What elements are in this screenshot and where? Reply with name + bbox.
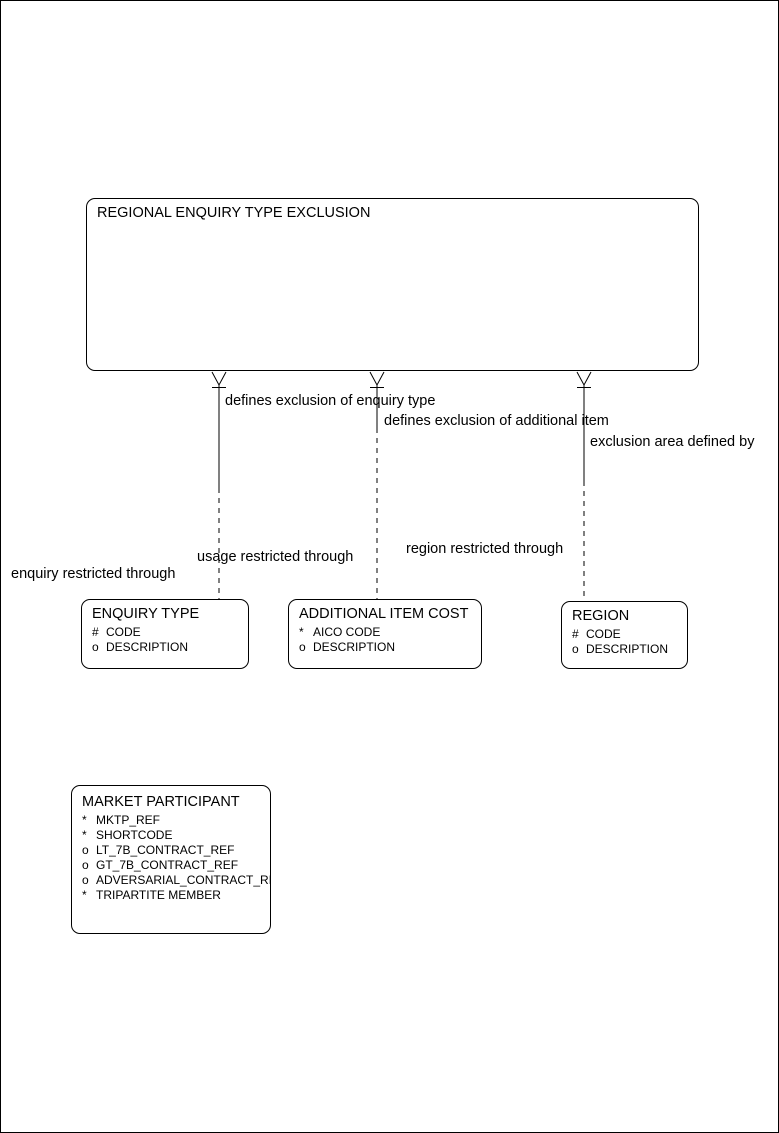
entity-regional-enquiry-type-exclusion[interactable]: REGIONAL ENQUIRY TYPE EXCLUSION [86,198,699,371]
attribute-row: o GT_7B_CONTRACT_REF [82,858,270,873]
attribute-row: # CODE [572,627,687,642]
attribute-prefix: o [82,843,89,857]
attribute-prefix: o [82,858,89,872]
attribute-prefix: o [299,640,306,654]
attribute-name: TRIPARTITE MEMBER [96,888,221,902]
relationship-connector-region[interactable] [576,371,592,601]
relationship-to-label-enquiry: enquiry restricted through [11,566,176,582]
attribute-row: * TRIPARTITE MEMBER [82,888,270,903]
entity-title: ENQUIRY TYPE [92,606,200,622]
relationship-to-label-region: region restricted through [406,541,564,557]
entity-title: REGIONAL ENQUIRY TYPE EXCLUSION [97,205,371,221]
attribute-name: AICO CODE [313,625,381,639]
attribute-name: CODE [586,627,621,641]
attribute-prefix: o [572,642,579,656]
attribute-name: CODE [106,625,141,639]
entity-region[interactable]: REGION # CODE o DESCRIPTION [561,601,688,669]
relationship-from-label-enquiry-type: defines exclusion of enquiry type [225,393,436,409]
attribute-prefix: o [82,873,89,887]
attribute-name: SHORTCODE [96,828,173,842]
attribute-prefix: # [92,625,99,639]
attribute-row: * AICO CODE [299,625,481,640]
attribute-name: DESCRIPTION [106,640,189,654]
attribute-row: o DESCRIPTION [299,640,481,655]
entity-title: MARKET PARTICIPANT [82,794,240,810]
attribute-name: DESCRIPTION [586,642,669,656]
relationship-to-label-usage: usage restricted through [197,549,354,565]
relationship-connector-enquiry-type[interactable] [211,371,227,599]
attribute-prefix: * [299,625,304,639]
relationship-from-label-region: exclusion area defined by [590,434,755,450]
attribute-prefix: # [572,627,579,641]
relationship-from-label-additional-item: defines exclusion of additional item [384,413,609,429]
attribute-name: ADVERSARIAL_CONTRACT_REF [96,873,271,887]
attribute-name: MKTP_REF [96,813,161,827]
attribute-prefix: * [82,888,87,902]
attribute-row: o LT_7B_CONTRACT_REF [82,843,270,858]
attribute-name: GT_7B_CONTRACT_REF [96,858,239,872]
attribute-row: * SHORTCODE [82,828,270,843]
entity-title: ADDITIONAL ITEM COST [299,606,469,622]
attribute-prefix: o [92,640,99,654]
entity-market-participant[interactable]: MARKET PARTICIPANT * MKTP_REF * SHORTCOD… [71,785,271,934]
relationship-connector-additional-item-cost[interactable] [369,371,385,599]
attribute-prefix: * [82,813,87,827]
attribute-row: o ADVERSARIAL_CONTRACT_REF [82,873,270,888]
entity-additional-item-cost[interactable]: ADDITIONAL ITEM COST * AICO CODE o DESCR… [288,599,482,669]
entity-enquiry-type[interactable]: ENQUIRY TYPE # CODE o DESCRIPTION [81,599,249,669]
attribute-row: # CODE [92,625,248,640]
attribute-row: * MKTP_REF [82,813,270,828]
attribute-name: DESCRIPTION [313,640,396,654]
attribute-name: LT_7B_CONTRACT_REF [96,843,235,857]
attribute-prefix: * [82,828,87,842]
entity-title: REGION [572,608,630,624]
attribute-row: o DESCRIPTION [92,640,248,655]
attribute-row: o DESCRIPTION [572,642,687,657]
